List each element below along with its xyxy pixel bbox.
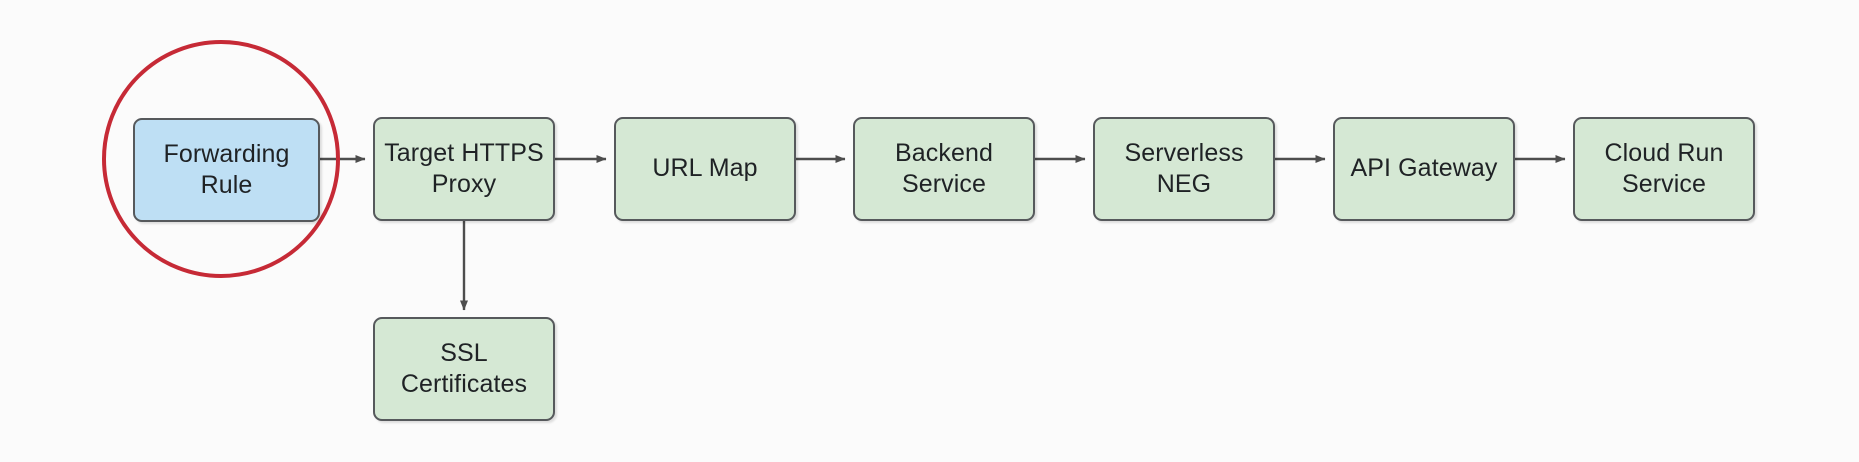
node-forwarding-rule-label: Forwarding Rule [163,139,290,199]
node-ssl-certificates[interactable]: SSL Certificates [373,317,555,421]
node-ssl-certificates-label: SSL Certificates [400,338,528,398]
node-serverless-neg[interactable]: Serverless NEG [1093,117,1275,221]
node-url-map-label: URL Map [652,154,758,183]
node-api-gateway[interactable]: API Gateway [1333,117,1515,221]
node-cloud-run-service-label: Cloud Run Service [1604,138,1724,198]
node-backend-service-label: Backend Service [895,138,993,198]
forwarding-rule-highlight-circle [102,40,340,278]
node-url-map[interactable]: URL Map [614,117,796,221]
node-cloud-run-service[interactable]: Cloud Run Service [1573,117,1755,221]
node-target-https-proxy-label: Target HTTPS Proxy [384,138,544,198]
node-forwarding-rule[interactable]: Forwarding Rule [133,118,320,222]
node-serverless-neg-label: Serverless NEG [1124,138,1244,198]
node-backend-service[interactable]: Backend Service [853,117,1035,221]
node-api-gateway-label: API Gateway [1350,154,1498,183]
node-target-https-proxy[interactable]: Target HTTPS Proxy [373,117,555,221]
